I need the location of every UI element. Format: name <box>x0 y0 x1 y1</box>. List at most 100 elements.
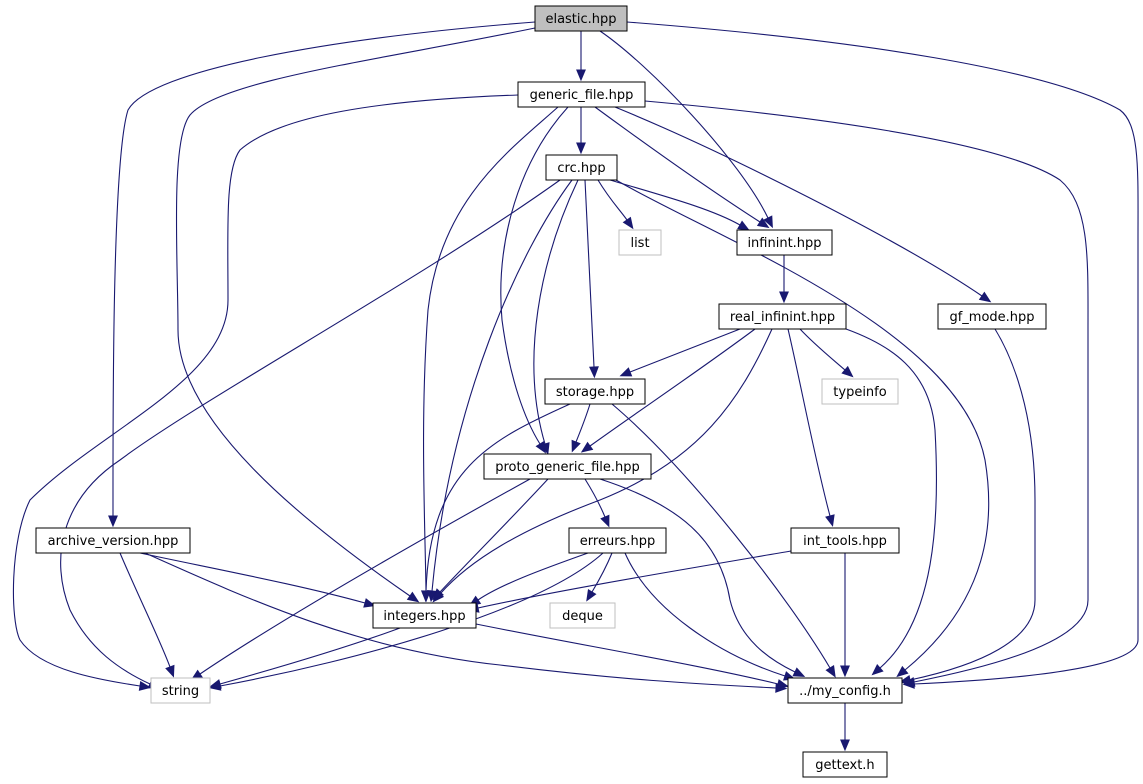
edge-real-infinint-hpp-to-int-tools-hpp <box>787 328 835 527</box>
node-label: gettext.h <box>815 758 874 773</box>
edge-archive-version-hpp-to-string <box>119 552 175 678</box>
edge-real-infinint-hpp-to-my-config-h <box>845 328 938 676</box>
edge-line <box>614 106 983 297</box>
node-archive-version-hpp[interactable]: archive_version.hpp <box>35 527 191 554</box>
node-int-tools-hpp[interactable]: int_tools.hpp <box>790 527 900 554</box>
node-label: crc.hpp <box>557 161 605 176</box>
edge-proto-generic-file-hpp-to-string <box>190 478 531 681</box>
arrowhead-icon <box>825 514 835 527</box>
edge-line <box>787 328 831 517</box>
edge-generic-file-hpp-to-string <box>12 94 519 691</box>
edge-line <box>609 179 741 226</box>
node-box <box>549 602 616 629</box>
edge-int-tools-hpp-to-my-config-h <box>840 553 850 678</box>
edge-line <box>584 478 606 518</box>
edge-storage-hpp-to-my-config-h <box>611 403 836 678</box>
edge-line <box>629 328 741 373</box>
edge-line <box>219 552 604 687</box>
node-proto-generic-file-hpp[interactable]: proto_generic_file.hpp <box>483 453 652 480</box>
edge-line <box>119 552 171 668</box>
edge-line <box>624 552 786 677</box>
arrowhead-icon <box>571 439 581 453</box>
edge-elastic-hpp-to-infinint-hpp <box>599 30 773 229</box>
node-label: generic_file.hpp <box>530 88 634 103</box>
arrowhead-icon <box>138 681 152 691</box>
edge-line <box>439 478 549 593</box>
nodes-layer: elastic.hpp generic_file.hpp crc.hpp list in… <box>35 5 1047 778</box>
arrowhead-icon <box>580 441 594 453</box>
node-real-infinint-hpp[interactable]: real_infinint.hpp <box>718 303 847 330</box>
node--my-config-h[interactable]: ../my_config.h <box>787 677 903 704</box>
edge-line <box>439 328 773 595</box>
edge-storage-hpp-to-proto-generic-file-hpp <box>571 403 591 453</box>
arrowhead-icon <box>763 215 773 229</box>
edge-line <box>144 552 777 689</box>
arrowhead-icon <box>576 142 586 155</box>
node-label: typeinfo <box>833 385 886 400</box>
edge-line <box>425 403 571 592</box>
edge-crc-hpp-to-infinint-hpp <box>609 179 750 231</box>
edge-line <box>477 550 792 609</box>
node-box <box>937 303 1047 330</box>
arrowhead-icon <box>619 367 633 377</box>
node-label: list <box>630 236 649 251</box>
node-generic-file-hpp[interactable]: generic_file.hpp <box>517 81 646 108</box>
edge-integers-hpp-to-my-config-h <box>475 623 789 689</box>
edge-line <box>219 627 401 685</box>
edge-infinint-hpp-to-real-infinint-hpp <box>779 255 789 304</box>
node-label: int_tools.hpp <box>803 534 887 549</box>
node-box <box>821 378 899 405</box>
node-box <box>545 154 618 181</box>
arrowhead-icon <box>600 514 610 528</box>
arrowhead-icon <box>622 216 634 230</box>
edge-erreurs-hpp-to-deque <box>586 552 613 602</box>
edge-line <box>139 552 366 604</box>
edge-line <box>626 21 1139 685</box>
node-label: ../my_config.h <box>799 684 891 699</box>
node-crc-hpp[interactable]: crc.hpp <box>545 154 618 181</box>
arrowhead-icon <box>432 588 444 601</box>
node-integers-hpp[interactable]: integers.hpp <box>372 602 477 629</box>
edge-gf-mode-hpp-to-my-config-h <box>898 328 1036 685</box>
edge-line <box>533 179 579 445</box>
node-infinint-hpp[interactable]: infinint.hpp <box>736 229 833 256</box>
edge-integers-hpp-to-string <box>209 627 401 689</box>
edge-elastic-hpp-to-generic-file-hpp <box>576 31 586 82</box>
node-box <box>150 677 211 704</box>
arrowhead-icon <box>896 665 909 678</box>
arrowhead-icon <box>840 739 850 752</box>
arrowhead-icon <box>737 220 750 231</box>
node-gf-mode-hpp[interactable]: gf_mode.hpp <box>937 303 1047 330</box>
node-box <box>790 527 900 554</box>
edge-line <box>799 328 846 371</box>
node-storage-hpp[interactable]: storage.hpp <box>544 378 646 405</box>
edge-line <box>12 94 519 687</box>
node-box <box>568 527 667 554</box>
edge-generic-file-hpp-to-crc-hpp <box>576 107 586 155</box>
edge-line <box>199 478 531 675</box>
edge-line <box>591 552 613 593</box>
edge-crc-hpp-to-list <box>597 179 634 230</box>
edge-elastic-hpp-to-my-config-h <box>626 21 1139 689</box>
node-gettext-h[interactable]: gettext.h <box>802 751 888 778</box>
edge-line <box>575 403 591 443</box>
node-deque: deque <box>549 602 616 629</box>
edge-line <box>422 106 559 592</box>
arrowhead-icon <box>586 589 597 602</box>
edge-line <box>477 552 589 601</box>
node-erreurs-hpp[interactable]: erreurs.hpp <box>568 527 667 554</box>
edge-elastic-hpp-to-archive-version-hpp <box>108 21 536 528</box>
node-box <box>736 229 833 256</box>
edge-elastic-hpp-to-integers-hpp <box>175 27 536 603</box>
arrowhead-icon <box>108 515 118 528</box>
edge-line <box>475 623 779 685</box>
node-label: archive_version.hpp <box>48 534 179 549</box>
edge-generic-file-hpp-to-gf-mode-hpp <box>614 106 992 303</box>
arrowhead-icon <box>540 442 550 455</box>
edge-real-infinint-hpp-to-proto-generic-file-hpp <box>580 328 756 453</box>
node-elastic-hpp[interactable]: elastic.hpp <box>534 5 628 32</box>
arrowhead-icon <box>427 590 437 603</box>
edge-line <box>597 179 628 221</box>
node-box <box>35 527 191 554</box>
